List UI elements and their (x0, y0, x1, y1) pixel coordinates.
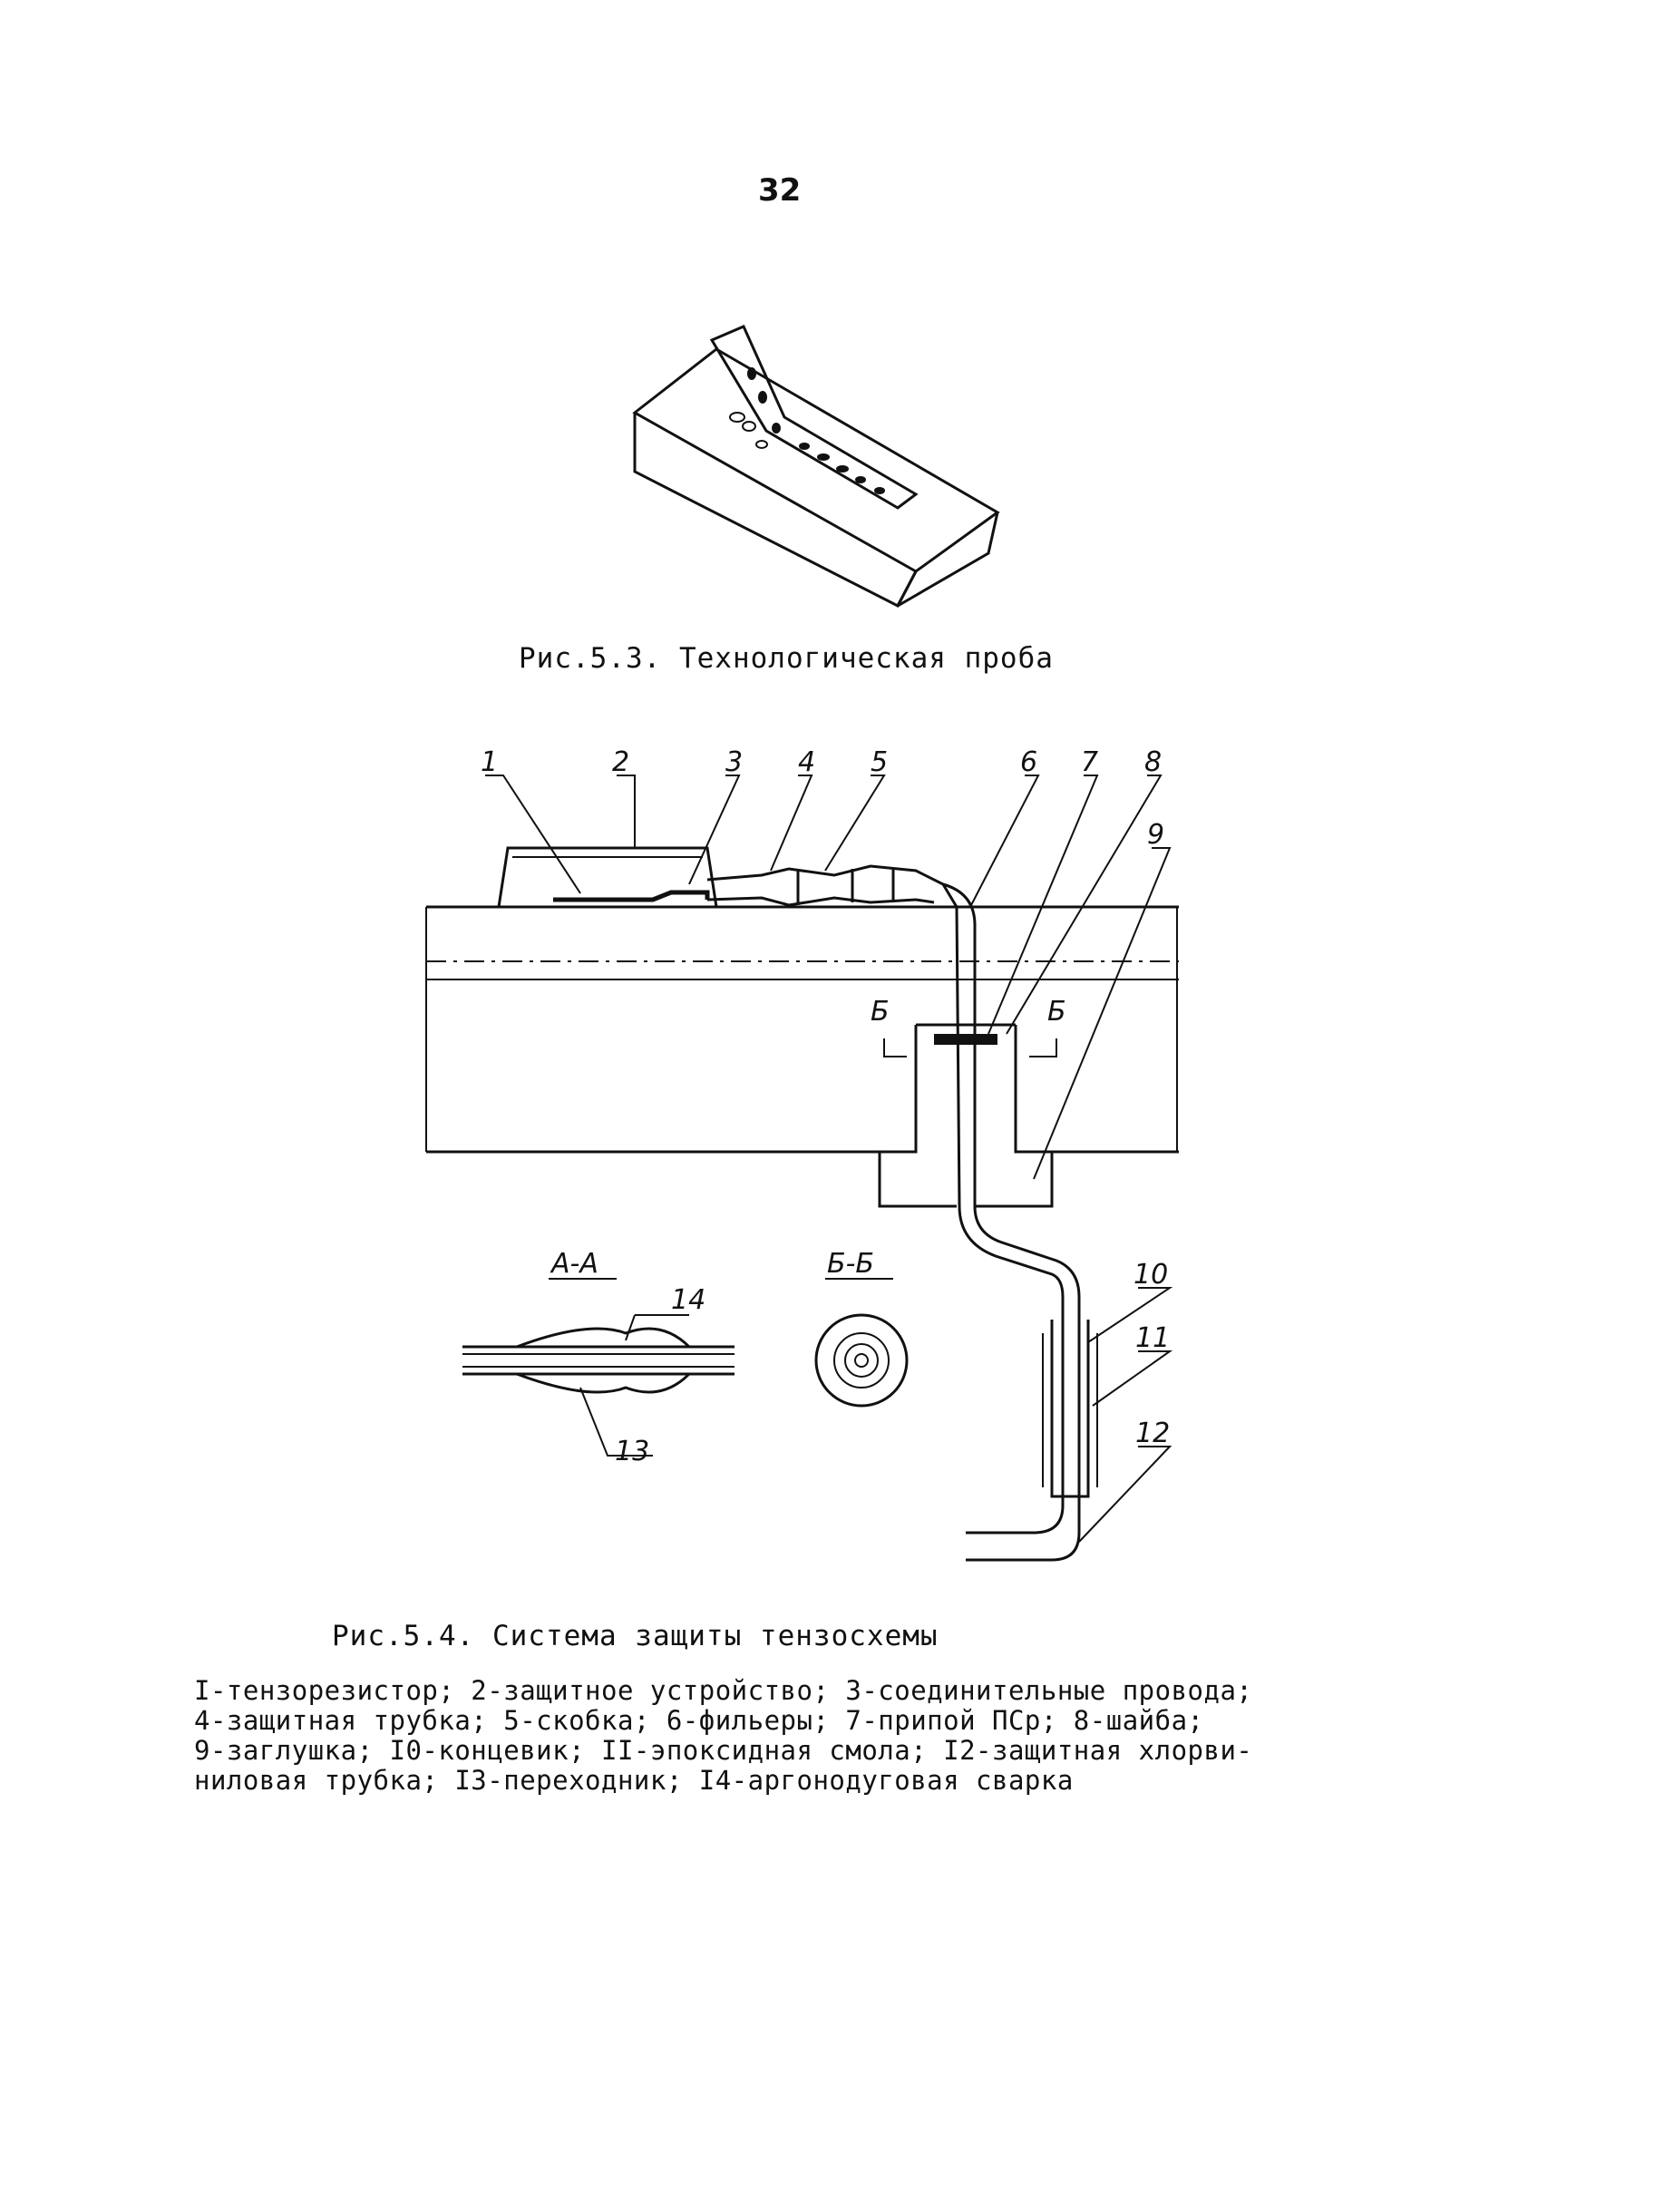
callout-11: 11 (1135, 1322, 1170, 1354)
callout-14: 14 (671, 1284, 705, 1316)
figure-5-4-callouts: 1 2 3 4 5 6 7 8 9 10 11 12 13 14 Б Б А-А… (481, 746, 1170, 1467)
legend-line: 4-защитная трубка; 5-скобка; 6-фильеры; … (194, 1705, 1204, 1736)
page-number: 32 (758, 172, 802, 209)
callout-12: 12 (1135, 1418, 1170, 1449)
figure-5-4-caption: Рис.5.4. Система защиты тензосхемы (332, 1620, 939, 1652)
callout-3: 3 (725, 746, 743, 778)
figure-5-4-drawing (425, 775, 1179, 1562)
legend-line: I-тензорезистор; 2-защитное устройство; … (194, 1675, 1253, 1706)
callout-8: 8 (1144, 746, 1162, 778)
figure-5-3-caption: Рис.5.3. Технологическая проба (519, 642, 1054, 675)
callout-7: 7 (1081, 746, 1098, 778)
callout-1: 1 (481, 746, 498, 778)
figure-5-3-drawing (632, 325, 1000, 609)
section-mark-b-left: Б (871, 996, 890, 1028)
section-aa-label: А-А (550, 1248, 598, 1280)
legend-line: ниловая трубка; I3-переходник; I4-аргоно… (194, 1765, 1074, 1796)
callout-5: 5 (871, 746, 888, 778)
callout-4: 4 (798, 746, 815, 778)
section-mark-b-right: Б (1047, 996, 1066, 1028)
legend-line: 9-заглушка; I0-концевик; II-эпоксидная с… (194, 1735, 1253, 1766)
callout-2: 2 (612, 746, 629, 778)
callout-6: 6 (1020, 746, 1037, 778)
figure-legend: I-тензорезистор; 2-защитное устройство; … (194, 1676, 1252, 1796)
callout-10: 10 (1133, 1259, 1168, 1291)
callout-9: 9 (1147, 819, 1164, 851)
callout-13: 13 (615, 1436, 649, 1467)
section-bb-label: Б-Б (827, 1248, 874, 1280)
